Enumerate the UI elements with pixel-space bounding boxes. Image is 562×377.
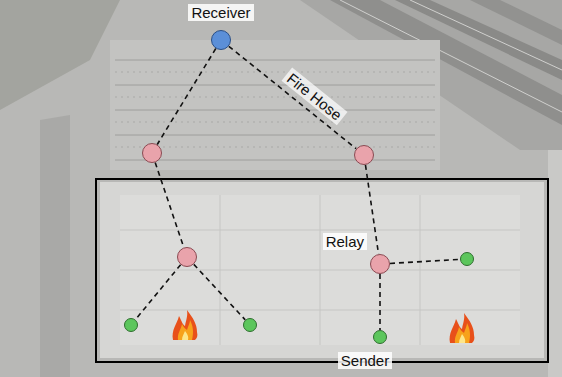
sender-node [460, 252, 474, 266]
node-label: Relay [323, 233, 367, 250]
relay-node [370, 254, 390, 274]
link-line [390, 259, 460, 263]
relay-node [354, 145, 374, 165]
fire-icon [450, 313, 475, 343]
sender-node [373, 330, 387, 344]
link-line [229, 46, 356, 148]
link-line [365, 165, 378, 254]
sender-node [124, 318, 138, 332]
node-label: Receiver [188, 4, 253, 21]
link-line [194, 264, 245, 320]
link-line [157, 49, 216, 145]
link-line [379, 274, 381, 330]
node-label: Sender [338, 352, 392, 369]
relay-node [177, 247, 197, 267]
link-line [135, 265, 180, 320]
link-line [155, 162, 184, 247]
receiver-node [211, 30, 231, 50]
relay-node [142, 143, 162, 163]
building-outline [96, 179, 548, 362]
sender-node [243, 318, 257, 332]
edge-label: Fire Hose [281, 68, 347, 126]
fire-icon [173, 310, 198, 340]
